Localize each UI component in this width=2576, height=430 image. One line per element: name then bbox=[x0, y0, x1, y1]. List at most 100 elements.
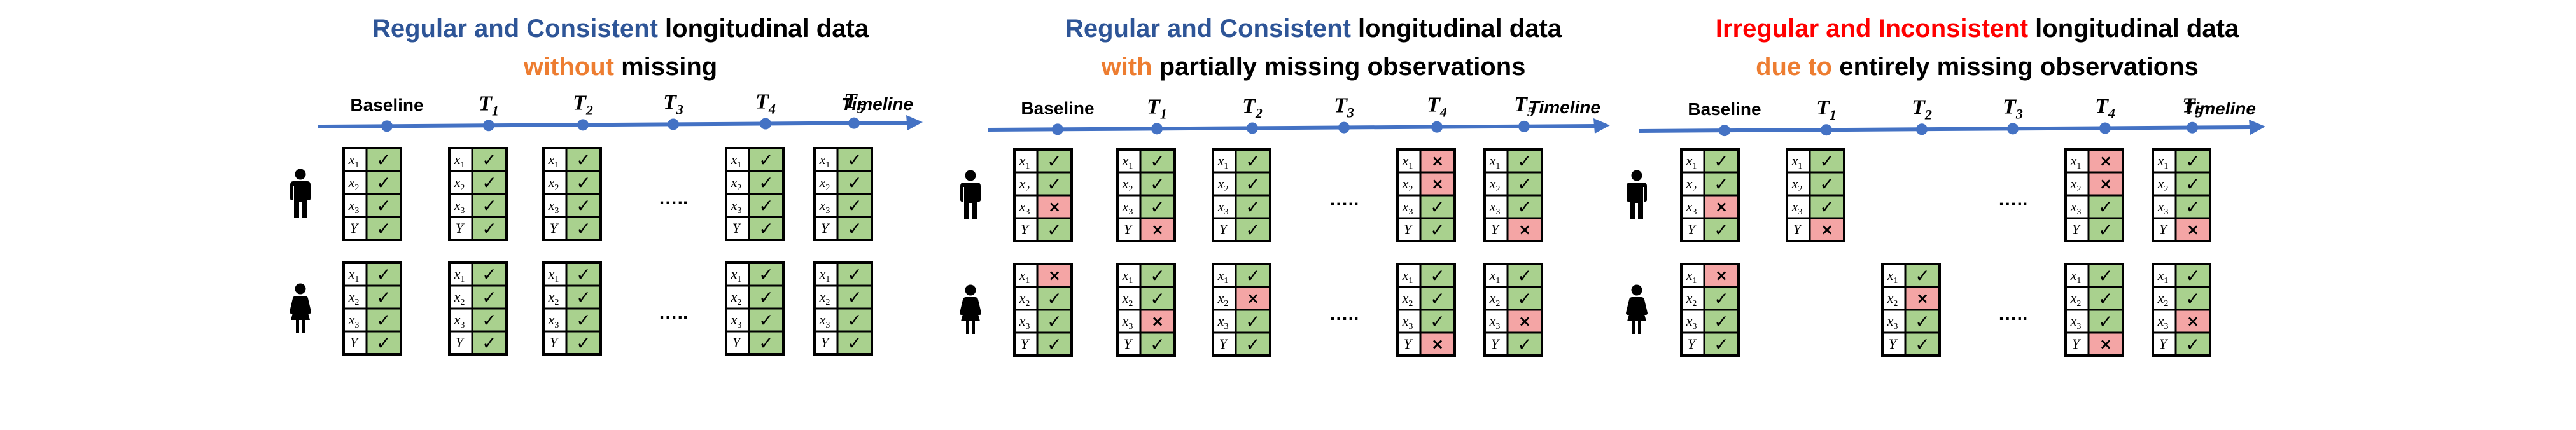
checkmark-icon: ✓ bbox=[847, 287, 862, 308]
variable-label-sub: 1 bbox=[1692, 162, 1697, 171]
observation-box: x1✓x2✓x3✓Y✓ bbox=[542, 261, 602, 356]
observed-cell bbox=[836, 330, 873, 356]
checkmark-icon: ✓ bbox=[376, 218, 391, 239]
variable-label-sub: 3 bbox=[1025, 207, 1030, 217]
variable-label: Y bbox=[456, 220, 465, 236]
variable-label-main: x bbox=[1217, 153, 1224, 169]
timepoint-label-sub: 2 bbox=[1924, 106, 1932, 122]
timepoint-label-sub: 2 bbox=[585, 102, 593, 118]
variable-label: Y bbox=[2072, 221, 2082, 237]
variable-label: Y bbox=[821, 335, 830, 350]
observation-box-frame bbox=[1396, 148, 1456, 242]
timeline-arrow-icon bbox=[906, 115, 923, 130]
observation-box: x1×x2×x3✓Y✓ bbox=[1396, 148, 1456, 242]
variable-label-main: x bbox=[1686, 198, 1693, 214]
variable-label-main: x bbox=[1122, 290, 1129, 306]
checkmark-icon: ✓ bbox=[376, 310, 391, 331]
observed-cell bbox=[1235, 217, 1271, 242]
observation-box-frame bbox=[2064, 148, 2124, 242]
variable-label: x2 bbox=[1791, 176, 1803, 194]
checkmark-icon: ✓ bbox=[1047, 174, 1061, 195]
observation-box-frame bbox=[1483, 148, 1543, 242]
variable-label-main: x bbox=[1019, 198, 1026, 214]
timepoint-label: T3 bbox=[1334, 94, 1354, 121]
missing-x-icon: × bbox=[1715, 267, 1728, 284]
variable-label-sub: 3 bbox=[1495, 322, 1500, 331]
observation-box-frame bbox=[1116, 263, 1176, 357]
variable-label-sub: 2 bbox=[1224, 299, 1228, 309]
timepoint-label-main: T bbox=[2003, 95, 2017, 118]
variable-label-main: Y bbox=[821, 335, 830, 350]
observation-box: x1✓x2✓x3✓Y✓ bbox=[448, 147, 508, 241]
timepoint-marker bbox=[381, 120, 393, 132]
observation-box-frame bbox=[1786, 148, 1845, 242]
variable-label-main: x bbox=[548, 151, 555, 167]
variable-label: x3 bbox=[1122, 313, 1133, 331]
checkmark-icon: ✓ bbox=[576, 172, 591, 193]
checkmark-icon: ✓ bbox=[576, 195, 591, 216]
variable-label-sub: 2 bbox=[1408, 299, 1413, 309]
title-segment: longitudinal data bbox=[2028, 15, 2239, 43]
checkmark-icon: ✓ bbox=[1047, 219, 1061, 240]
checkmark-icon: ✓ bbox=[376, 264, 391, 285]
variable-label-main: x bbox=[1686, 313, 1693, 329]
variable-label: x2 bbox=[1402, 290, 1413, 309]
checkmark-icon: ✓ bbox=[759, 287, 773, 308]
timeline-axis bbox=[988, 124, 1597, 132]
observed-cell bbox=[365, 147, 402, 172]
observation-box: x1✓x2✓x3✓Y× bbox=[2064, 263, 2124, 357]
variable-label-main: Y bbox=[1021, 336, 1030, 352]
male-person-icon bbox=[960, 170, 981, 219]
variable-label-main: x bbox=[1217, 290, 1224, 306]
variable-label: x3 bbox=[454, 312, 465, 330]
variable-label: x3 bbox=[1019, 198, 1030, 217]
missing-x-icon: × bbox=[1431, 152, 1444, 170]
title-segment: partially missing observations bbox=[1152, 53, 1526, 81]
timepoint-label-main: T bbox=[1816, 96, 1830, 120]
checkmark-icon: ✓ bbox=[2185, 265, 2200, 286]
variable-label-sub: 3 bbox=[1798, 207, 1802, 217]
variable-label: x3 bbox=[1791, 198, 1803, 217]
variable-label: Y bbox=[732, 335, 742, 350]
variable-cell bbox=[2152, 331, 2177, 357]
checkmark-icon: ✓ bbox=[847, 310, 862, 331]
checkmark-icon: ✓ bbox=[759, 333, 773, 354]
observation-box: x1✓x2✓x3×Y✓ bbox=[1483, 263, 1543, 357]
timepoint-label-main: T bbox=[755, 90, 769, 114]
variable-label-sub: 3 bbox=[554, 321, 559, 330]
missing-x-icon: × bbox=[1048, 198, 1061, 216]
timepoint-marker bbox=[1052, 123, 1063, 135]
variable-label: x2 bbox=[548, 289, 559, 307]
timepoint-label: T4 bbox=[755, 90, 776, 117]
variable-label-main: x bbox=[2157, 290, 2164, 306]
variable-label-main: x bbox=[731, 266, 738, 282]
observed-cell bbox=[365, 261, 402, 287]
variable-cell bbox=[1396, 309, 1422, 334]
ellipsis-text: ….. bbox=[1998, 189, 2028, 210]
variable-label-main: x bbox=[548, 289, 555, 305]
missing-x-icon: × bbox=[1715, 198, 1728, 216]
timepoint-label-sub: 3 bbox=[676, 101, 683, 117]
variable-label: Y bbox=[1889, 336, 1898, 352]
checkmark-icon: ✓ bbox=[1517, 334, 1532, 355]
variable-label: x2 bbox=[2070, 290, 2082, 309]
observed-cell bbox=[1904, 331, 1941, 357]
missing-x-icon: × bbox=[1151, 312, 1164, 330]
title-segment: entirely missing observations bbox=[1832, 53, 2199, 81]
timepoint-label-main: T bbox=[663, 90, 677, 114]
variable-label: Y bbox=[1688, 221, 1697, 237]
variable-label: x2 bbox=[2157, 290, 2169, 309]
observation-box-frame bbox=[1212, 148, 1271, 242]
observed-cell bbox=[2174, 194, 2211, 219]
female-person-icon bbox=[1626, 284, 1648, 334]
timepoint-label: T2 bbox=[1912, 95, 1932, 122]
variable-label: x3 bbox=[1402, 313, 1413, 331]
variable-label-sub: 1 bbox=[1224, 162, 1228, 171]
variable-label: x2 bbox=[2157, 176, 2169, 194]
variable-label-main: x bbox=[1402, 290, 1409, 306]
variable-label: x1 bbox=[1887, 267, 1898, 286]
variable-label-sub: 2 bbox=[1495, 299, 1500, 309]
checkmark-icon: ✓ bbox=[1150, 174, 1165, 195]
variable-label: Y bbox=[1491, 221, 1501, 237]
variable-label: x3 bbox=[2070, 198, 2082, 217]
